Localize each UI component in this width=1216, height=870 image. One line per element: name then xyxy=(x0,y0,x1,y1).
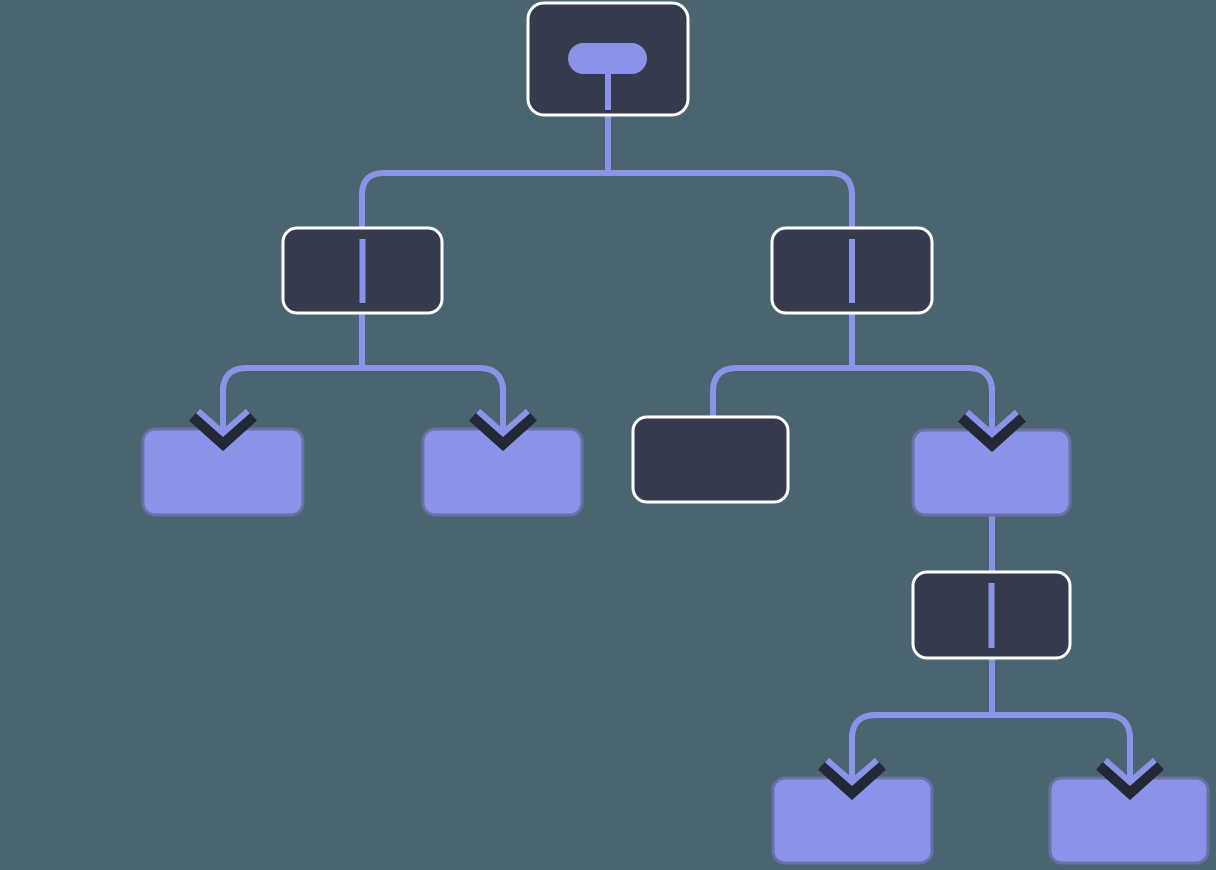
node-layer xyxy=(141,1,1210,865)
chevron-down-icon xyxy=(817,758,887,801)
arrowhead-icon xyxy=(1103,757,1157,786)
chevron-down-icon xyxy=(188,409,258,452)
arrowhead-icon xyxy=(825,757,879,786)
edge-bottom-branch xyxy=(849,712,1133,782)
edge-right-branch xyxy=(710,365,995,434)
chevron-down-icon xyxy=(468,409,538,452)
node-pill xyxy=(568,43,647,74)
overlay-layer xyxy=(188,43,1165,801)
chevron-down-icon xyxy=(1095,758,1165,801)
edge-left-branch xyxy=(220,365,506,433)
arrowhead-icon xyxy=(965,409,1019,438)
arrowhead-icon xyxy=(196,408,250,437)
edge-top-branch xyxy=(359,170,855,368)
arrowhead-icon xyxy=(476,408,530,437)
node-plain-dark[interactable] xyxy=(631,415,790,504)
chevron-down-icon xyxy=(957,410,1027,453)
